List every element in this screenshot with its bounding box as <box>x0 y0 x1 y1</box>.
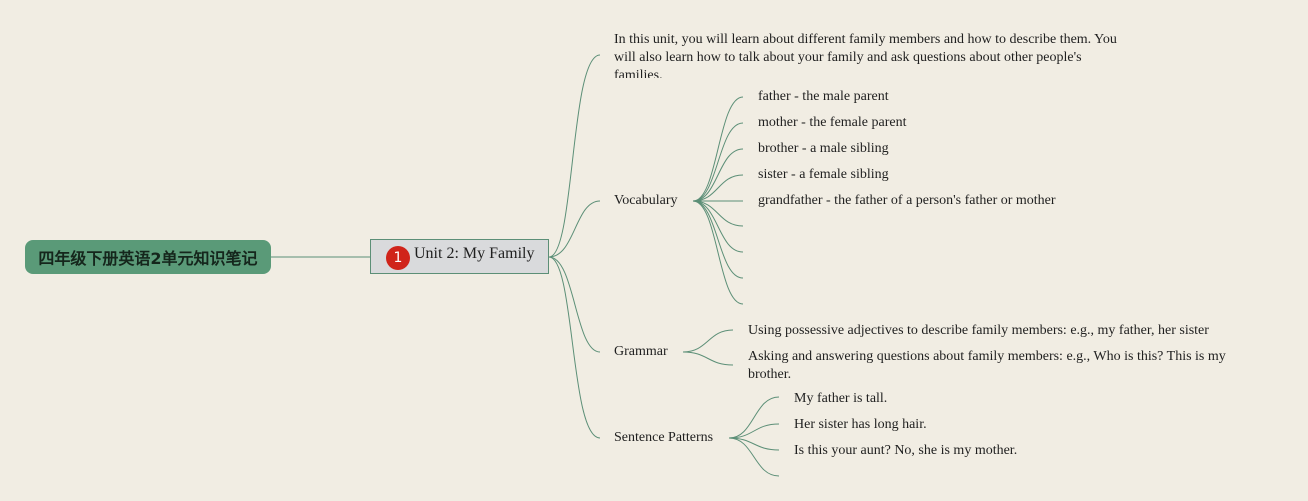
sentence-patterns-topic[interactable]: Sentence Patterns <box>614 430 714 445</box>
vocabulary-item[interactable]: brother - a male sibling <box>758 141 889 156</box>
link-unit-intro <box>548 54 601 258</box>
vocabulary-item[interactable]: mother - the female parent <box>758 115 907 130</box>
link-unit-vocabulary <box>548 200 601 258</box>
vocabulary-item[interactable] <box>758 269 768 283</box>
sentence-pattern-item[interactable]: Is this your aunt? No, she is my mother. <box>794 443 1018 458</box>
unit-topic-label: Unit 2: My Family <box>414 245 535 262</box>
intro-topic[interactable]: In this unit, you will learn about diffe… <box>614 32 1117 78</box>
vocabulary-item[interactable] <box>758 217 768 231</box>
sentence-pattern-item[interactable]: Her sister has long hair. <box>794 417 927 432</box>
sentence-pattern-item[interactable] <box>794 467 804 481</box>
sentence-pattern-item[interactable]: My father is tall. <box>794 391 888 406</box>
vocabulary-item[interactable]: sister - a female sibling <box>758 167 889 182</box>
link-unit-sentence <box>548 256 601 439</box>
unit-topic[interactable]: 1 Unit 2: My Family <box>370 239 549 274</box>
grammar-item[interactable]: Asking and answering questions about fam… <box>748 349 1226 382</box>
vocabulary-topic[interactable]: Vocabulary <box>614 193 678 208</box>
root-topic[interactable]: 四年级下册英语2单元知识笔记 <box>25 240 271 274</box>
link-unit-grammar <box>548 256 601 353</box>
grammar-topic[interactable]: Grammar <box>614 344 668 359</box>
vocabulary-item[interactable] <box>758 295 768 309</box>
vocabulary-item[interactable]: father - the male parent <box>758 89 889 104</box>
vocabulary-item[interactable] <box>758 243 768 257</box>
grammar-item[interactable]: Using possessive adjectives to describe … <box>748 323 1209 338</box>
vocabulary-item[interactable]: grandfather - the father of a person's f… <box>758 193 1056 208</box>
root-topic-label: 四年级下册英语2单元知识笔记 <box>38 249 258 268</box>
priority-badge: 1 <box>386 246 410 270</box>
